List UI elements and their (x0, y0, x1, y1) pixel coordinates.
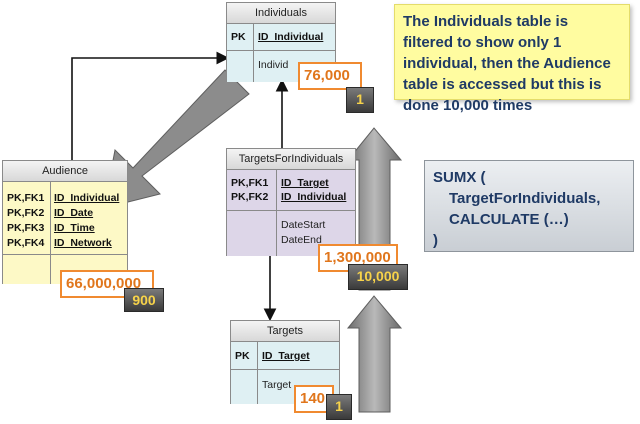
code-line-1: SUMX ( (433, 169, 486, 186)
code-line-4: ) (433, 232, 438, 249)
audience-key-2: PK,FK2 (7, 207, 45, 219)
audience-divider-2 (50, 255, 51, 284)
code-line-3: CALCULATE (…) (449, 211, 569, 228)
tfi-filtered-count: 10,000 (348, 264, 408, 290)
tfi-col-datestart: DateStart (281, 219, 326, 231)
audience-table-title: Audience (3, 161, 127, 182)
audience-divider (50, 182, 51, 254)
tfi-key-2: PK,FK2 (231, 191, 269, 203)
individuals-filtered-count: 1 (346, 87, 374, 113)
individuals-divider (253, 24, 254, 50)
audience-key-1: PK,FK1 (7, 192, 45, 204)
individuals-row-count: 76,000 (298, 62, 362, 90)
explanation-note: The Individuals table is filtered to sho… (394, 4, 630, 114)
audience-col-network: ID_Network (54, 237, 112, 249)
targets-filtered-count: 1 (326, 394, 352, 420)
tfi-table: TargetsForIndividuals PK,FK1 ID_Target P… (226, 148, 356, 256)
tfi-col-dateend: DateEnd (281, 234, 322, 246)
dax-code-box: SUMX ( TargetForIndividuals, CALCULATE (… (424, 160, 634, 252)
audience-key-4: PK,FK4 (7, 237, 45, 249)
big-arrow-individuals-to-audience (103, 69, 250, 209)
audience-table: Audience PK,FK1 ID_Individual PK,FK2 ID_… (2, 160, 128, 284)
targets-id-column: ID_Target (262, 350, 310, 362)
audience-key-3: PK,FK3 (7, 222, 45, 234)
code-line-2: TargetForIndividuals, (449, 190, 601, 207)
tfi-key-1: PK,FK1 (231, 177, 269, 189)
tfi-divider (276, 170, 277, 210)
tfi-col-target: ID_Target (281, 177, 329, 189)
tfi-divider-2 (276, 211, 277, 256)
tfi-col-individual: ID_Individual (281, 191, 347, 203)
tfi-key-section: PK,FK1 ID_Target PK,FK2 ID_Individual (227, 170, 355, 210)
individuals-id-column: ID_Individual (258, 31, 324, 43)
audience-col-individual: ID_Individual (54, 192, 120, 204)
connector-audience-individuals (71, 51, 230, 160)
individuals-other-column: Individ (258, 59, 289, 71)
individuals-pk-label: PK (231, 31, 246, 43)
individuals-divider-2 (253, 51, 254, 82)
audience-col-time: ID_Time (54, 222, 95, 234)
targets-pk-label: PK (235, 350, 250, 362)
targets-pk-section: PK ID_Target (231, 342, 339, 369)
individuals-table-title: Individuals (227, 3, 335, 24)
targets-other-column: Target (262, 379, 292, 391)
audience-row-count: 66,000,000 (60, 270, 154, 298)
audience-col-date: ID_Date (54, 207, 94, 219)
audience-filtered-count: 900 (124, 288, 164, 312)
targets-divider (257, 342, 258, 369)
audience-key-section: PK,FK1 ID_Individual PK,FK2 ID_Date PK,F… (3, 182, 127, 254)
targets-table-title: Targets (231, 321, 339, 342)
big-arrow-up-lower (346, 295, 403, 413)
individuals-pk-section: PK ID_Individual (227, 24, 335, 50)
tfi-table-title: TargetsForIndividuals (227, 149, 355, 170)
targets-divider-2 (257, 370, 258, 404)
